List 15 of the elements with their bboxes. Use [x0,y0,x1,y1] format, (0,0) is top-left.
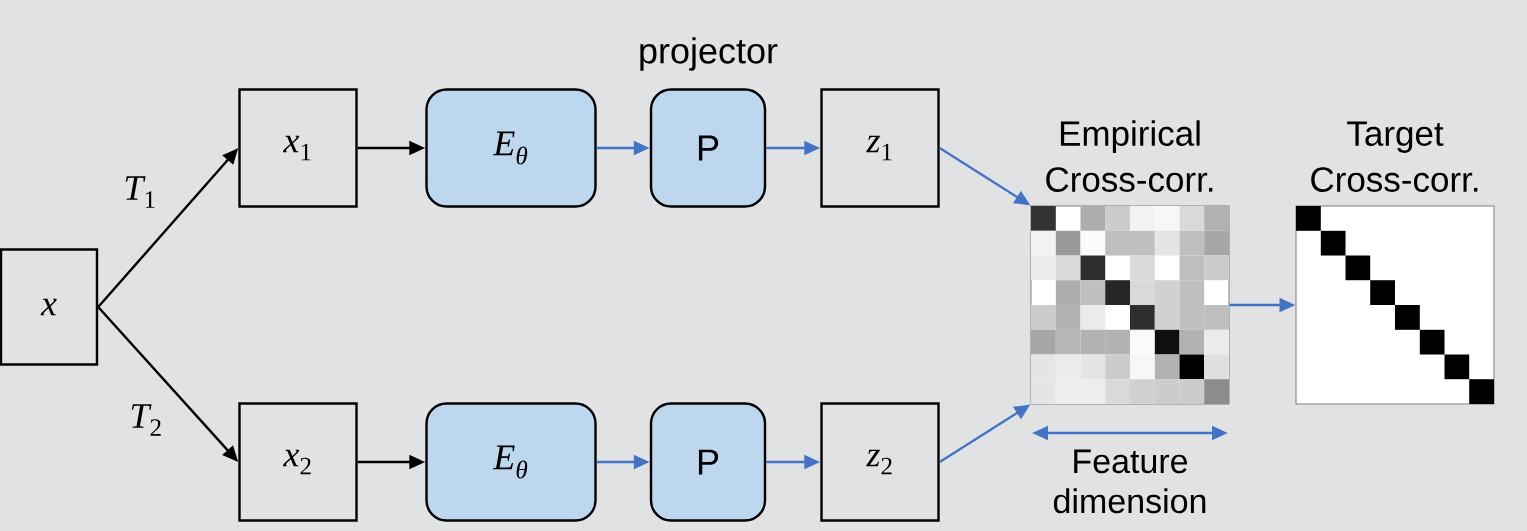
variable-box: $x_1$ [238,88,358,208]
network-box: $E_\theta$ [425,88,597,208]
heading-text: projector [640,37,778,71]
axis-label: Feature dimension [1053,449,1206,514]
variable-box: $x$ [0,248,99,366]
variable-box: $z_2$ [820,402,940,522]
edge-label: $T_1$ [122,175,158,209]
matrix-title: Target Cross-corr. [1311,121,1478,192]
edge-label: $T_2$ [128,403,164,437]
variable-box: $x_2$ [238,402,358,522]
network-box: $E_\theta$ [425,402,597,522]
variable-box: $z_1$ [820,88,940,208]
matrix-title: Empirical Cross-corr. [1046,120,1213,192]
network-box: P [649,88,767,208]
network-box: P [649,402,767,522]
